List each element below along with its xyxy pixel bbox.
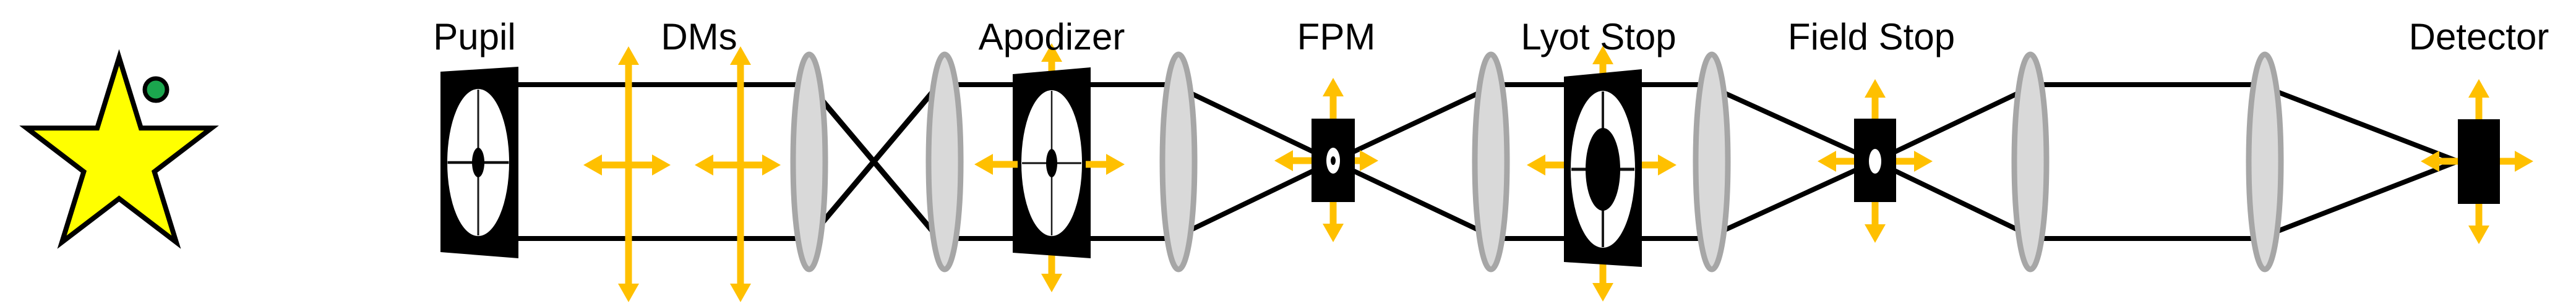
beam-cross-segment bbox=[808, 85, 940, 239]
lenses bbox=[790, 51, 2284, 272]
planet-icon bbox=[142, 76, 170, 103]
field-stop-down-arrow-icon bbox=[1865, 198, 1886, 243]
beam-segment bbox=[2260, 83, 2459, 164]
lens-7 bbox=[2246, 51, 2284, 272]
source bbox=[19, 49, 219, 249]
apodizer-central-obscuration bbox=[1046, 149, 1057, 177]
lens-6 bbox=[2011, 51, 2050, 272]
fpm-down-arrow-icon bbox=[1323, 198, 1344, 242]
beam-segment bbox=[1707, 159, 1876, 240]
apodizer-up-arrow-icon bbox=[1041, 43, 1062, 77]
dm-2 bbox=[695, 46, 781, 302]
pupil-mask bbox=[440, 67, 518, 258]
detector bbox=[2421, 79, 2533, 244]
beam-segment bbox=[1174, 83, 1334, 164]
beam-segment bbox=[1332, 159, 1495, 240]
lyot-central-obscuration bbox=[1586, 128, 1620, 211]
pupil-label: Pupil bbox=[433, 16, 515, 57]
lens-3 bbox=[1159, 51, 1198, 272]
beam-segment bbox=[1332, 83, 1495, 164]
field-stop-mask bbox=[1818, 79, 1933, 243]
detector-down-arrow-icon bbox=[2468, 200, 2489, 244]
lens-1 bbox=[790, 51, 828, 272]
fpm-label: FPM bbox=[1297, 16, 1376, 57]
dm1-horizontal-double-arrow-icon bbox=[583, 154, 671, 175]
lyot-left-arrow-icon bbox=[1527, 154, 1569, 175]
dm2-vertical-double-arrow-icon bbox=[730, 46, 751, 302]
lyot-stop-mask bbox=[1527, 46, 1677, 302]
star-icon bbox=[19, 49, 219, 249]
dms-label: DMs bbox=[661, 16, 737, 57]
detector-label: Detector bbox=[2409, 16, 2549, 57]
pupil-central-obscuration bbox=[472, 148, 484, 177]
lens-5 bbox=[1693, 51, 1731, 272]
lens-4 bbox=[1472, 51, 1510, 272]
lyot-right-arrow-icon bbox=[1637, 154, 1677, 175]
lyot-stop-label: Lyot Stop bbox=[1521, 16, 1676, 57]
beam-segment bbox=[1874, 83, 2035, 164]
apodizer-label: Apodizer bbox=[979, 16, 1125, 57]
lens-2 bbox=[925, 51, 964, 272]
fpm-up-arrow-icon bbox=[1323, 78, 1344, 124]
beam-segment bbox=[1874, 159, 2035, 240]
fpm-central-spot bbox=[1331, 156, 1336, 165]
field-stop-label: Field Stop bbox=[1788, 16, 1955, 57]
detector-panel bbox=[2458, 119, 2500, 204]
beam-segment bbox=[1174, 159, 1334, 240]
lyot-down-arrow-icon bbox=[1592, 258, 1613, 302]
detector-right-arrow-icon bbox=[2495, 151, 2533, 172]
beam-paths bbox=[518, 82, 2459, 241]
dm2-horizontal-double-arrow-icon bbox=[695, 154, 781, 175]
dm1-vertical-double-arrow-icon bbox=[618, 46, 639, 302]
fpm-left-arrow-icon bbox=[1274, 150, 1316, 171]
lyot-up-arrow-icon bbox=[1592, 46, 1613, 80]
field-stop-right-arrow-icon bbox=[1891, 151, 1933, 172]
field-stop-aperture bbox=[1869, 149, 1881, 174]
labels: Pupil DMs Apodizer FPM Lyot Stop Field S… bbox=[433, 16, 2549, 57]
apodizer-mask bbox=[974, 43, 1125, 292]
field-stop-left-arrow-icon bbox=[1818, 151, 1859, 172]
apodizer-down-arrow-icon bbox=[1041, 252, 1062, 292]
field-stop-up-arrow-icon bbox=[1865, 79, 1886, 124]
detector-left-arrow-icon bbox=[2421, 151, 2463, 172]
detector-up-arrow-icon bbox=[2468, 79, 2489, 124]
apodizer-left-arrow-icon bbox=[974, 154, 1018, 175]
beam-segment bbox=[1707, 83, 1876, 164]
fpm-mask bbox=[1274, 78, 1378, 242]
fpm-right-arrow-icon bbox=[1350, 150, 1378, 171]
dm-1 bbox=[583, 46, 671, 302]
beam-segment bbox=[2260, 159, 2459, 240]
apodizer-right-arrow-icon bbox=[1086, 154, 1125, 175]
